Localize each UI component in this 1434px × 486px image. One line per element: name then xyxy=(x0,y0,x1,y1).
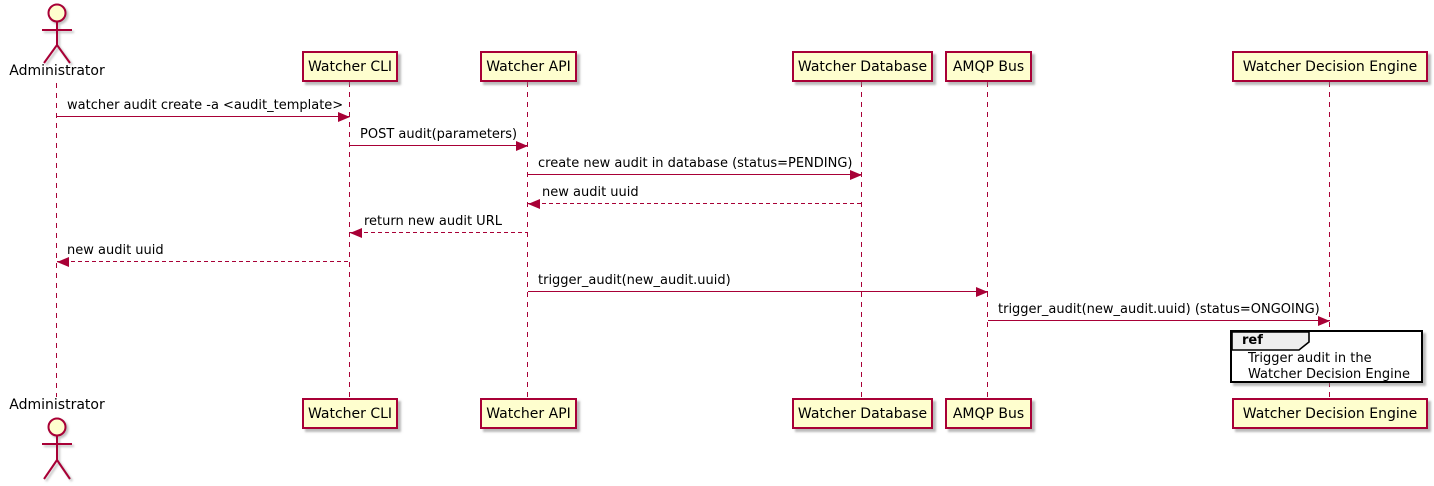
lifeline-watcher-database xyxy=(861,82,862,398)
message-watcher-audit-create: watcher audit create -a <audit_template> xyxy=(57,97,350,122)
message-line xyxy=(350,232,528,233)
message-line xyxy=(57,261,350,262)
ref-text-line: Watcher Decision Engine xyxy=(1248,367,1410,382)
message-label: trigger_audit(new_audit.uuid) (status=ON… xyxy=(998,302,1320,317)
arrowhead-icon xyxy=(57,257,69,267)
message-label: POST audit(parameters) xyxy=(360,127,518,142)
message-new-audit-uuid-admin: new audit uuid xyxy=(57,242,350,267)
lifeline-watcher-decision-engine xyxy=(1329,82,1330,398)
actor-icon xyxy=(42,417,72,480)
arrowhead-icon xyxy=(350,228,362,238)
message-line xyxy=(528,174,862,175)
message-label: return new audit URL xyxy=(364,214,502,229)
participant-watcher-cli-top: Watcher CLI xyxy=(302,51,398,82)
message-new-audit-uuid-db: new audit uuid xyxy=(528,184,862,209)
participant-watcher-api-top: Watcher API xyxy=(480,51,577,82)
ref-keyword: ref xyxy=(1242,333,1263,348)
participant-watcher-database-bottom: Watcher Database xyxy=(792,398,933,429)
participant-watcher-decision-engine-top: Watcher Decision Engine xyxy=(1232,51,1428,82)
arrowhead-icon xyxy=(1318,316,1330,326)
message-label: new audit uuid xyxy=(67,243,164,258)
message-label: watcher audit create -a <audit_template> xyxy=(67,98,344,113)
ref-fragment: ref Trigger audit in the Watcher Decisio… xyxy=(1230,330,1423,383)
message-line xyxy=(528,291,988,292)
message-line xyxy=(57,116,350,117)
ref-text: Trigger audit in the Watcher Decision En… xyxy=(1248,351,1410,383)
arrowhead-icon xyxy=(338,112,350,122)
message-label: trigger_audit(new_audit.uuid) xyxy=(538,273,731,288)
lifeline-administrator xyxy=(56,83,57,397)
participant-watcher-cli-bottom: Watcher CLI xyxy=(302,398,398,429)
message-trigger-audit-ongoing: trigger_audit(new_audit.uuid) (status=ON… xyxy=(988,301,1330,326)
participant-watcher-decision-engine-bottom: Watcher Decision Engine xyxy=(1232,398,1428,429)
arrowhead-icon xyxy=(850,170,862,180)
message-label: create new audit in database (status=PEN… xyxy=(538,156,853,171)
message-line xyxy=(528,203,862,204)
message-label: new audit uuid xyxy=(542,185,639,200)
message-line xyxy=(350,145,528,146)
actor-label-bottom: Administrator xyxy=(9,397,105,413)
participant-amqp-bus-top: AMQP Bus xyxy=(945,51,1032,82)
ref-text-line: Trigger audit in the xyxy=(1248,351,1372,366)
actor-icon xyxy=(42,3,72,64)
lifeline-watcher-cli xyxy=(349,82,350,398)
message-post-audit: POST audit(parameters) xyxy=(350,126,528,151)
arrowhead-icon xyxy=(528,199,540,209)
ref-tab-icon xyxy=(1231,331,1310,351)
arrowhead-icon xyxy=(976,287,988,297)
arrowhead-icon xyxy=(516,141,528,151)
lifeline-amqp-bus xyxy=(987,82,988,398)
message-line xyxy=(988,320,1330,321)
participant-watcher-api-bottom: Watcher API xyxy=(480,398,577,429)
actor-label-top: Administrator xyxy=(9,63,105,79)
participant-watcher-database-top: Watcher Database xyxy=(792,51,933,82)
message-create-new-audit: create new audit in database (status=PEN… xyxy=(528,155,862,180)
message-trigger-audit: trigger_audit(new_audit.uuid) xyxy=(528,272,988,297)
lifeline-watcher-api xyxy=(527,82,528,398)
message-return-new-audit-url: return new audit URL xyxy=(350,213,528,238)
participant-amqp-bus-bottom: AMQP Bus xyxy=(945,398,1032,429)
